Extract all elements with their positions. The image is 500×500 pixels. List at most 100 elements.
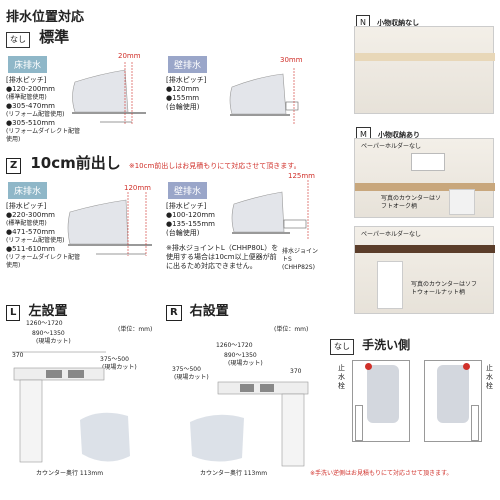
standard-header: なし 標準 xyxy=(6,26,69,48)
wall-item: ●135-155mm xyxy=(166,220,215,228)
toilet-side-diagram xyxy=(231,180,309,240)
wall-dim-label: 125mm xyxy=(288,172,315,180)
dim-label: 890～1350 xyxy=(32,330,65,337)
toilet-side-diagram xyxy=(72,62,146,124)
wall-pitch-label: [排水ピッチ] xyxy=(166,76,207,84)
valve-label-right: 止水栓 xyxy=(486,364,493,390)
joint-label: 排水ジョイントS (CHHP82S) xyxy=(282,248,319,271)
left-diagram: (単位：mm) 1260～1720 890～1350 (現場カット) 370 3… xyxy=(10,320,160,480)
right-header: R 右設置 xyxy=(166,300,229,321)
dim-label: 375～500 xyxy=(172,366,201,373)
counter-shelf xyxy=(355,183,495,191)
floor-item: (リフォーム配管使用) xyxy=(6,237,65,244)
depth-label: カウンター奥行 113mm xyxy=(36,470,104,477)
holder-label: ペーパーホルダーなし xyxy=(361,143,421,150)
counter-plan xyxy=(355,405,363,441)
floor-item: ●220-300mm xyxy=(6,211,55,219)
storage-cabinet xyxy=(377,261,403,309)
standard-wall-list: [排水ピッチ] ●120mm ●155mm (台輪使用) xyxy=(166,76,226,112)
forward-wall-list: [排水ピッチ] ●100-120mm ●135-155mm (台輪使用) xyxy=(166,202,230,238)
storage-n-label: 小物収納なし xyxy=(377,19,420,27)
floor-dim-label: 20mm xyxy=(118,52,141,60)
dim-label: 1260～1720 xyxy=(216,342,253,349)
floor-item: ●511-610mm xyxy=(6,245,55,253)
wash-header: なし 手洗い側 xyxy=(330,334,410,355)
dim-label: 890～1350 xyxy=(224,352,257,359)
floor-item: (標準配管使用) xyxy=(6,220,47,227)
holder-label: ペーパーホルダーなし xyxy=(361,231,421,238)
dim-label: (現場カット) xyxy=(228,360,263,367)
standard-floor-diagram: 20mm xyxy=(70,52,150,132)
dim-label: 370 xyxy=(12,352,24,359)
floor-item: ●305-510mm xyxy=(6,119,55,127)
right-heading: 右設置 xyxy=(189,304,229,319)
storage-m-photo-1: ペーパーホルダーなし 写真のカウンターはソフトオーク柄 xyxy=(354,138,495,218)
floor-item: (リフォームダイレクト配管使用) xyxy=(6,254,81,269)
left-heading: 左設置 xyxy=(28,304,68,319)
forward-note: ※10cm前出しはお見積もりにて対応させて頂きます。 xyxy=(128,162,301,170)
floor-item: ●471-570mm xyxy=(6,228,55,236)
standard-wall-tag: 壁排水 xyxy=(168,56,208,73)
valve-label-left: 止水栓 xyxy=(338,364,345,390)
forward-heading: 10cm前出し xyxy=(30,154,121,172)
wall-pitch-label: [排水ピッチ] xyxy=(166,202,207,210)
photo-caption: 写真のカウンターはソフトオーク柄 xyxy=(381,195,442,210)
forward-wall-diagram: 125mm xyxy=(230,168,320,248)
forward-floor-list: [排水ピッチ] ●220-300mm (標準配管使用) ●471-570mm (… xyxy=(6,202,86,270)
floor-item: (リフォームダイレクト配管使用) xyxy=(6,128,81,143)
dim-label: 375～500 xyxy=(100,356,129,363)
wash-heading: 手洗い側 xyxy=(362,338,411,352)
install-sketch xyxy=(12,351,130,463)
forward-header: Z 10cm前出し ※10cm前出しはお見積もりにて対応させて頂きます。 xyxy=(6,152,301,174)
toilet-side-diagram xyxy=(229,68,299,124)
wash-plan-right xyxy=(424,360,482,442)
dim-label: 370 xyxy=(290,368,302,375)
storage-n-photo xyxy=(354,26,495,114)
photo-caption: 写真のカウンターはソフトウォールナット柄 xyxy=(411,281,478,296)
storage-m-label: 小物収納あり xyxy=(378,131,420,139)
valve-dot xyxy=(463,363,470,370)
floor-pitch-label: [排水ピッチ] xyxy=(6,202,47,210)
forward-floor-tag: 床排水 xyxy=(8,182,48,199)
depth-label: カウンター奥行 113mm xyxy=(200,470,268,477)
paper-holder xyxy=(411,153,445,171)
dim-label: (現場カット) xyxy=(36,338,71,345)
wash-plan-left xyxy=(352,360,410,442)
floor-item: (リフォーム配管使用) xyxy=(6,111,65,118)
wash-badge: なし xyxy=(330,339,354,355)
storage-cabinet xyxy=(449,189,475,215)
floor-dim-label: 120mm xyxy=(124,184,151,192)
wash-note: ※手洗い逆側はお見積もりにて対応させて頂きます。 xyxy=(310,470,453,477)
wall-item: (台輪使用) xyxy=(166,103,200,111)
forward-badge: Z xyxy=(6,158,22,174)
valve-dot xyxy=(365,363,372,370)
counter-plan xyxy=(471,405,479,441)
floor-item: ●305-470mm xyxy=(6,102,55,110)
left-header: L 左設置 xyxy=(6,300,67,321)
standard-wall-diagram: 30mm xyxy=(228,52,308,132)
dim-label: (現場カット) xyxy=(174,374,209,381)
toilet-side-diagram xyxy=(67,192,152,256)
forward-floor-diagram: 120mm xyxy=(66,178,156,268)
wall-item: ●100-120mm xyxy=(166,211,215,219)
floor-pitch-label: [排水ピッチ] xyxy=(6,76,47,84)
unit-label: (単位：mm) xyxy=(118,326,153,333)
counter-shelf xyxy=(355,245,495,253)
dim-label: 1260～1720 xyxy=(26,320,63,327)
floor-item: ●120-200mm xyxy=(6,85,55,93)
unit-label: (単位：mm) xyxy=(274,326,309,333)
toilet-plan xyxy=(367,365,399,423)
wall-item: ●120mm xyxy=(166,85,200,93)
counter-shelf xyxy=(355,53,495,61)
left-badge: L xyxy=(6,305,21,321)
forward-wall-tag: 壁排水 xyxy=(168,182,208,199)
dim-label: (現場カット) xyxy=(102,364,137,371)
standard-floor-tag: 床排水 xyxy=(8,56,48,73)
storage-m-photo-2: ペーパーホルダーなし 写真のカウンターはソフトウォールナット柄 xyxy=(354,226,495,314)
standard-floor-list: [排水ピッチ] ●120-200mm (標準配管使用) ●305-470mm (… xyxy=(6,76,86,144)
wall-dim-label: 30mm xyxy=(280,56,303,64)
floor-item: (標準配管使用) xyxy=(6,94,47,101)
standard-badge: なし xyxy=(6,32,30,48)
page-title: 排水位置対応 xyxy=(6,10,85,25)
install-sketch xyxy=(190,381,309,467)
